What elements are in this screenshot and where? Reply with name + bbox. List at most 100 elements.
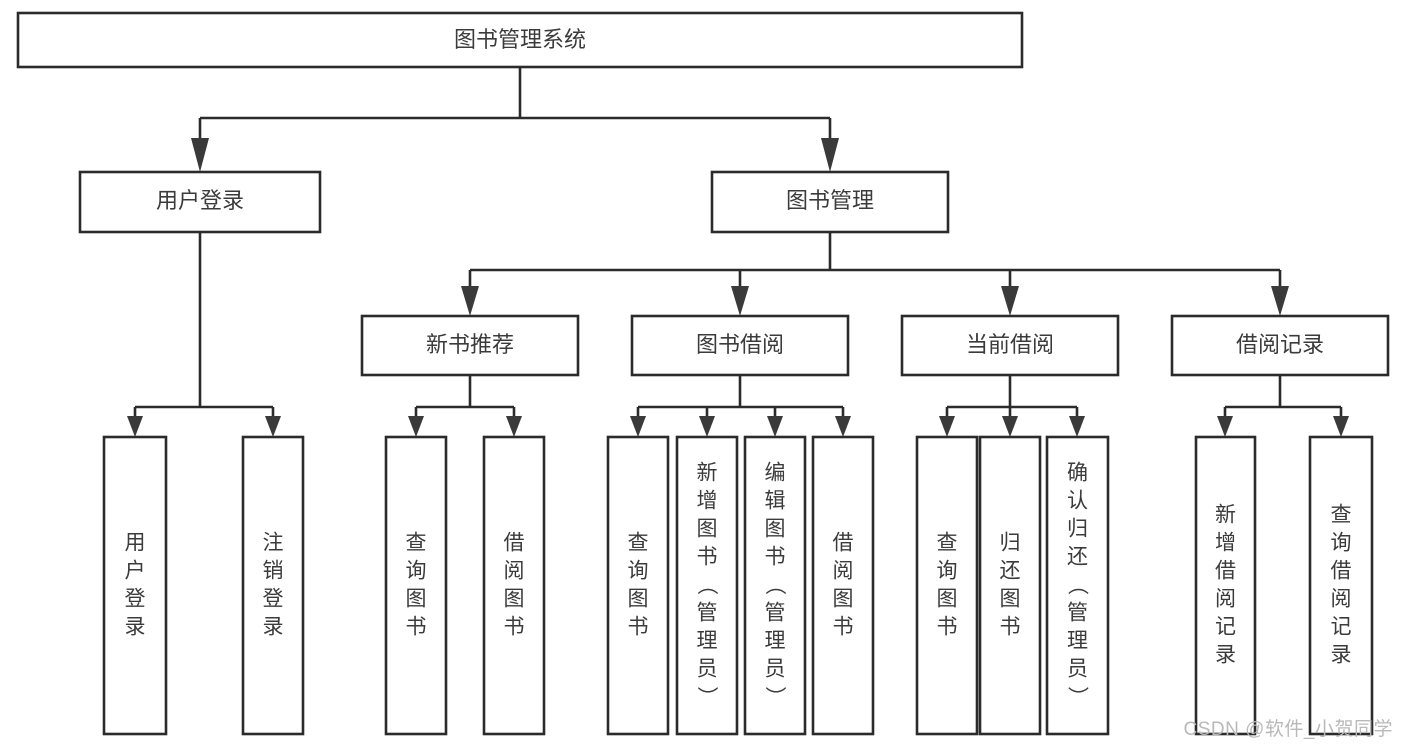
svg-text:询: 询 (406, 560, 427, 583)
svg-text:）: ） (763, 686, 786, 707)
node-current-borrow[interactable]: 当前借阅 (900, 314, 1120, 377)
node-new-book-rec[interactable]: 新书推荐 (360, 314, 580, 377)
svg-text:增: 增 (697, 490, 718, 513)
node-book-borrow-box[interactable] (630, 314, 850, 377)
node-leaf-borrow-book-rec-box[interactable] (482, 435, 546, 736)
svg-text:查: 查 (1331, 504, 1352, 527)
svg-text:注: 注 (263, 532, 284, 555)
node-root-box[interactable] (16, 11, 1024, 69)
node-root[interactable]: 图书管理系统 (16, 11, 1024, 69)
svg-text:借: 借 (1331, 560, 1352, 583)
svg-text:书: 书 (697, 546, 718, 569)
node-leaf-query-borrow-record-box[interactable] (1308, 435, 1374, 736)
svg-text:归: 归 (1000, 532, 1021, 555)
svg-text:理: 理 (765, 630, 786, 653)
svg-text:户: 户 (125, 560, 146, 583)
arrow-leaf-edit-book-admin (767, 416, 783, 437)
node-new-book-rec-box[interactable] (360, 314, 580, 377)
arrow-leaf-borrow-book-rec (506, 416, 522, 437)
svg-text:询: 询 (628, 560, 649, 583)
svg-text:书: 书 (765, 546, 786, 569)
node-leaf-user-login-box[interactable] (102, 435, 168, 736)
svg-text:（: （ (695, 574, 718, 595)
svg-text:书: 书 (504, 616, 525, 639)
svg-text:理: 理 (697, 630, 718, 653)
node-user-login-box[interactable] (78, 170, 322, 234)
svg-text:管: 管 (765, 602, 786, 625)
arrow-user-login (191, 138, 209, 172)
svg-text:增: 增 (1215, 532, 1236, 555)
node-user-login-label: 用户登录 (156, 188, 244, 213)
svg-text:用: 用 (125, 532, 146, 555)
svg-text:书: 书 (1000, 616, 1021, 639)
arrow-book-borrow (731, 286, 749, 316)
svg-text:）: ） (1066, 686, 1089, 707)
svg-text:销: 销 (263, 560, 284, 583)
arrow-leaf-return-book (1002, 416, 1018, 437)
node-current-borrow-label: 当前借阅 (966, 332, 1054, 357)
svg-text:管: 管 (1067, 602, 1088, 625)
arrow-leaf-borrow-book (835, 416, 851, 437)
node-new-book-rec-label: 新书推荐 (426, 332, 514, 357)
node-leaf-borrow-book-box[interactable] (811, 435, 875, 736)
node-book-manage-box[interactable] (710, 170, 950, 234)
node-book-borrow[interactable]: 图书借阅 (630, 314, 850, 377)
node-leaf-add-book-admin-box[interactable] (675, 435, 739, 736)
node-leaf-return-book-box[interactable] (978, 435, 1042, 736)
node-leaf-logout-box[interactable] (241, 435, 305, 736)
svg-text:录: 录 (1331, 644, 1352, 667)
svg-text:借: 借 (504, 532, 525, 555)
svg-text:记: 记 (1215, 616, 1236, 639)
edges-new-book-rec-to-leaves (408, 375, 522, 437)
node-leaf-query-book-borrow-box[interactable] (606, 435, 670, 736)
svg-text:新: 新 (1215, 504, 1236, 527)
svg-text:图: 图 (833, 588, 854, 611)
node-borrow-record-box[interactable] (1170, 314, 1390, 377)
arrow-new-book-rec (461, 286, 479, 316)
svg-text:书: 书 (628, 616, 649, 639)
svg-text:阅: 阅 (1215, 588, 1236, 611)
arrow-leaf-confirm-return-admin (1069, 416, 1085, 437)
node-leaf-query-book-current-box[interactable] (915, 435, 979, 736)
svg-text:）: ） (695, 686, 718, 707)
node-leaf-edit-book-admin-box[interactable] (743, 435, 807, 736)
svg-text:阅: 阅 (1331, 588, 1352, 611)
svg-text:登: 登 (125, 588, 146, 611)
node-leaf-add-borrow-record-box[interactable] (1194, 435, 1257, 736)
node-book-manage[interactable]: 图书管理 (710, 170, 950, 234)
svg-text:图: 图 (1000, 588, 1021, 611)
node-borrow-record[interactable]: 借阅记录 (1170, 314, 1390, 377)
arrow-leaf-add-borrow-record (1217, 416, 1233, 437)
node-user-login[interactable]: 用户登录 (78, 170, 322, 234)
svg-text:登: 登 (263, 588, 284, 611)
svg-text:还: 还 (1067, 546, 1088, 569)
node-leaf-confirm-return-admin-box[interactable] (1045, 435, 1110, 736)
svg-text:借: 借 (833, 532, 854, 555)
node-leaf-query-book-rec-box[interactable] (384, 435, 448, 736)
svg-text:记: 记 (1331, 616, 1352, 639)
node-current-borrow-box[interactable] (900, 314, 1120, 377)
node-book-borrow-label: 图书借阅 (696, 332, 784, 357)
arrow-current-borrow (1001, 286, 1019, 316)
svg-text:录: 录 (125, 616, 146, 639)
node-leaf-user-login[interactable]: 用户登录 (102, 435, 168, 736)
